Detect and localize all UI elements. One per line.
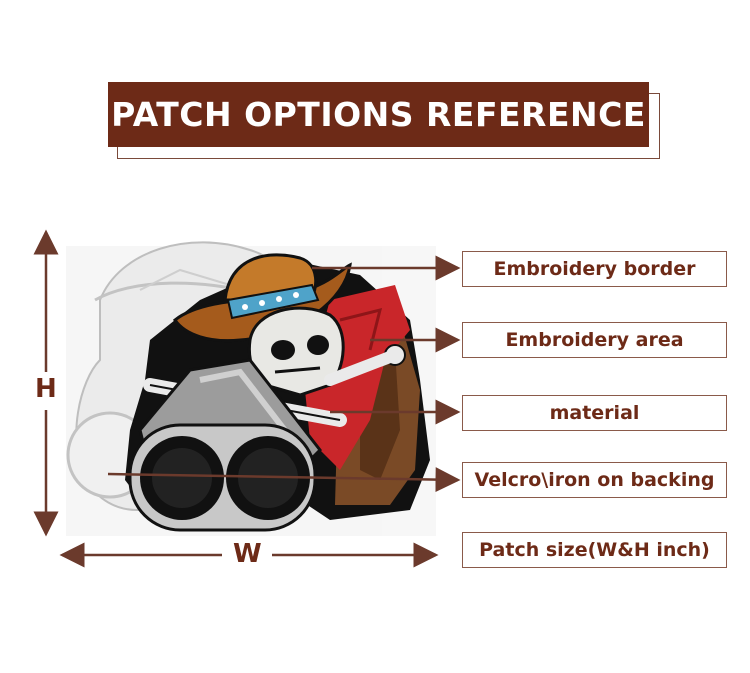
label-embroidery-border: Embroidery border <box>462 251 727 287</box>
leader-arrows <box>107 255 461 493</box>
main-patch <box>125 253 430 532</box>
label-embroidery-area: Embroidery area <box>462 322 727 358</box>
label-patch-size: Patch size(W&H inch) <box>462 532 727 568</box>
label-backing: Velcro\iron on backing <box>462 462 727 498</box>
width-label: W <box>233 539 262 569</box>
height-label: H <box>35 374 57 404</box>
page-title: PATCH OPTIONS REFERENCE <box>108 82 649 147</box>
label-material: material <box>462 395 727 431</box>
